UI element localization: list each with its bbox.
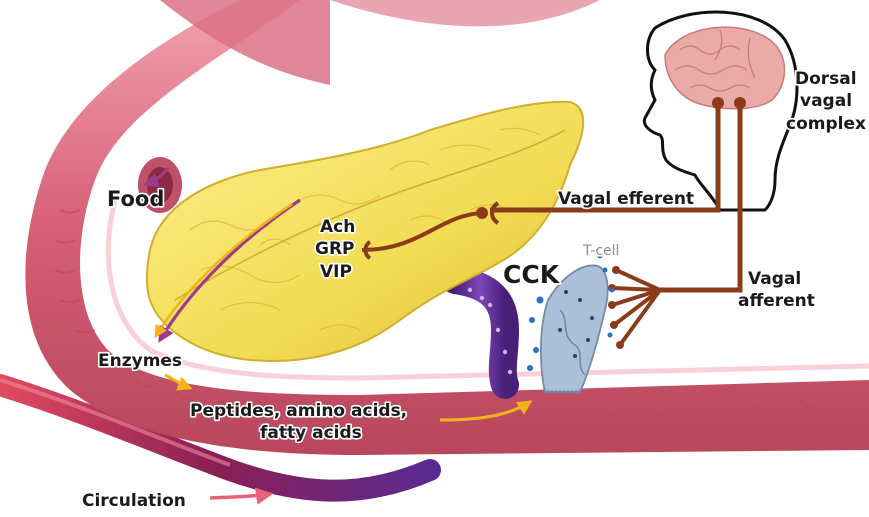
- label-peptides-2: fatty acids: [260, 423, 362, 443]
- label-vagal-afferent-2: afferent: [738, 291, 815, 311]
- label-enzymes: Enzymes: [98, 351, 182, 371]
- label-cck: CCK: [503, 260, 561, 289]
- label-food: Food: [107, 187, 164, 211]
- label-vagal-efferent: Vagal efferent: [558, 189, 694, 209]
- label-ach: Ach: [320, 217, 355, 237]
- label-vagal-afferent-1: Vagal: [748, 269, 801, 289]
- pancreatic-duct: [455, 280, 512, 385]
- label-dorsal-2: vagal: [800, 91, 852, 111]
- label-vip: VIP: [320, 262, 352, 282]
- head-silhouette: [644, 12, 797, 210]
- label-grp: GRP: [315, 239, 355, 259]
- label-circulation: Circulation: [82, 491, 186, 511]
- label-dorsal-1: Dorsal: [795, 69, 857, 89]
- label-peptides-1: Peptides, amino acids,: [190, 401, 407, 421]
- label-t-cell: T-cell: [582, 243, 619, 259]
- label-dorsal-3: complex: [786, 114, 866, 134]
